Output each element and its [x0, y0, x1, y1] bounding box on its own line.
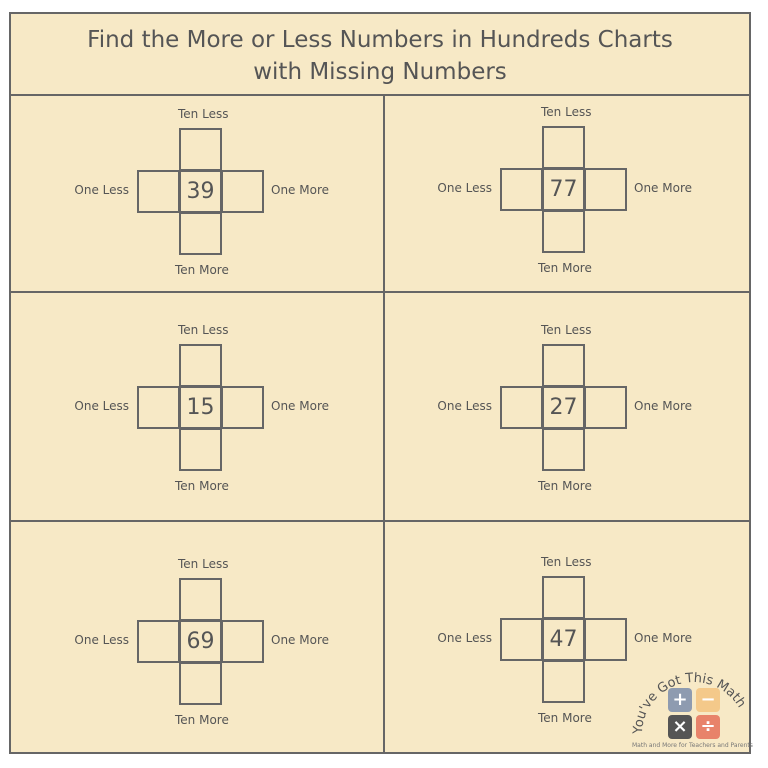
box-ten-less[interactable]	[542, 576, 585, 619]
label-one-more: One More	[271, 183, 329, 197]
worksheet-title: Find the More or Less Numbers in Hundred…	[11, 14, 749, 96]
box-ten-less[interactable]	[542, 126, 585, 169]
box-one-more[interactable]	[221, 170, 264, 213]
plus-icon: +	[668, 688, 692, 712]
label-ten-more: Ten More	[538, 479, 592, 493]
label-ten-more: Ten More	[538, 711, 592, 725]
title-line-2: with Missing Numbers	[253, 59, 507, 85]
box-one-less[interactable]	[137, 620, 180, 663]
label-one-less: One Less	[437, 181, 492, 195]
label-ten-less: Ten Less	[541, 555, 592, 569]
center-number: 69	[186, 629, 215, 654]
label-ten-less: Ten Less	[541, 323, 592, 337]
center-number: 47	[549, 627, 578, 652]
center-number: 77	[549, 177, 578, 202]
box-one-less[interactable]	[137, 386, 180, 429]
minus-icon: −	[696, 688, 720, 712]
box-ten-more[interactable]	[542, 210, 585, 253]
divide-icon: ÷	[696, 715, 720, 739]
label-ten-less: Ten Less	[178, 107, 229, 121]
center-number: 15	[186, 395, 215, 420]
label-one-less: One Less	[437, 399, 492, 413]
label-one-more: One More	[634, 631, 692, 645]
box-one-less[interactable]	[500, 386, 543, 429]
box-ten-more[interactable]	[179, 662, 222, 705]
divider-horizontal	[11, 291, 751, 293]
worksheet: Find the More or Less Numbers in Hundred…	[9, 12, 751, 754]
label-ten-more: Ten More	[538, 261, 592, 275]
label-one-more: One More	[271, 399, 329, 413]
box-ten-less[interactable]	[179, 344, 222, 387]
box-one-less[interactable]	[500, 618, 543, 661]
label-ten-less: Ten Less	[178, 323, 229, 337]
times-icon: ×	[668, 715, 692, 739]
logo-tagline: Math and More for Teachers and Parents	[632, 742, 753, 749]
label-ten-less: Ten Less	[541, 105, 592, 119]
box-ten-less[interactable]	[179, 578, 222, 621]
box-ten-less[interactable]	[542, 344, 585, 387]
label-one-more: One More	[634, 181, 692, 195]
label-ten-more: Ten More	[175, 263, 229, 277]
center-number: 27	[549, 395, 578, 420]
box-ten-more[interactable]	[542, 660, 585, 703]
label-one-more: One More	[271, 633, 329, 647]
box-ten-less[interactable]	[179, 128, 222, 171]
center-number: 39	[186, 179, 215, 204]
label-ten-more: Ten More	[175, 713, 229, 727]
box-ten-more[interactable]	[179, 212, 222, 255]
box-one-more[interactable]	[221, 386, 264, 429]
logo-arc-text: You've Got This Math	[632, 671, 749, 735]
box-one-less[interactable]	[137, 170, 180, 213]
label-one-less: One Less	[74, 633, 129, 647]
logo: You've Got This Math + − × ÷ Math and Mo…	[632, 650, 757, 754]
box-one-more[interactable]	[221, 620, 264, 663]
box-ten-more[interactable]	[179, 428, 222, 471]
box-one-less[interactable]	[500, 168, 543, 211]
label-ten-more: Ten More	[175, 479, 229, 493]
box-one-more[interactable]	[584, 168, 627, 211]
box-ten-more[interactable]	[542, 428, 585, 471]
title-line-1: Find the More or Less Numbers in Hundred…	[87, 27, 673, 53]
label-one-more: One More	[634, 399, 692, 413]
divider-horizontal	[11, 520, 751, 522]
box-one-more[interactable]	[584, 386, 627, 429]
label-one-less: One Less	[437, 631, 492, 645]
box-one-more[interactable]	[584, 618, 627, 661]
label-one-less: One Less	[74, 183, 129, 197]
divider-vertical	[383, 96, 385, 754]
label-ten-less: Ten Less	[178, 557, 229, 571]
label-one-less: One Less	[74, 399, 129, 413]
